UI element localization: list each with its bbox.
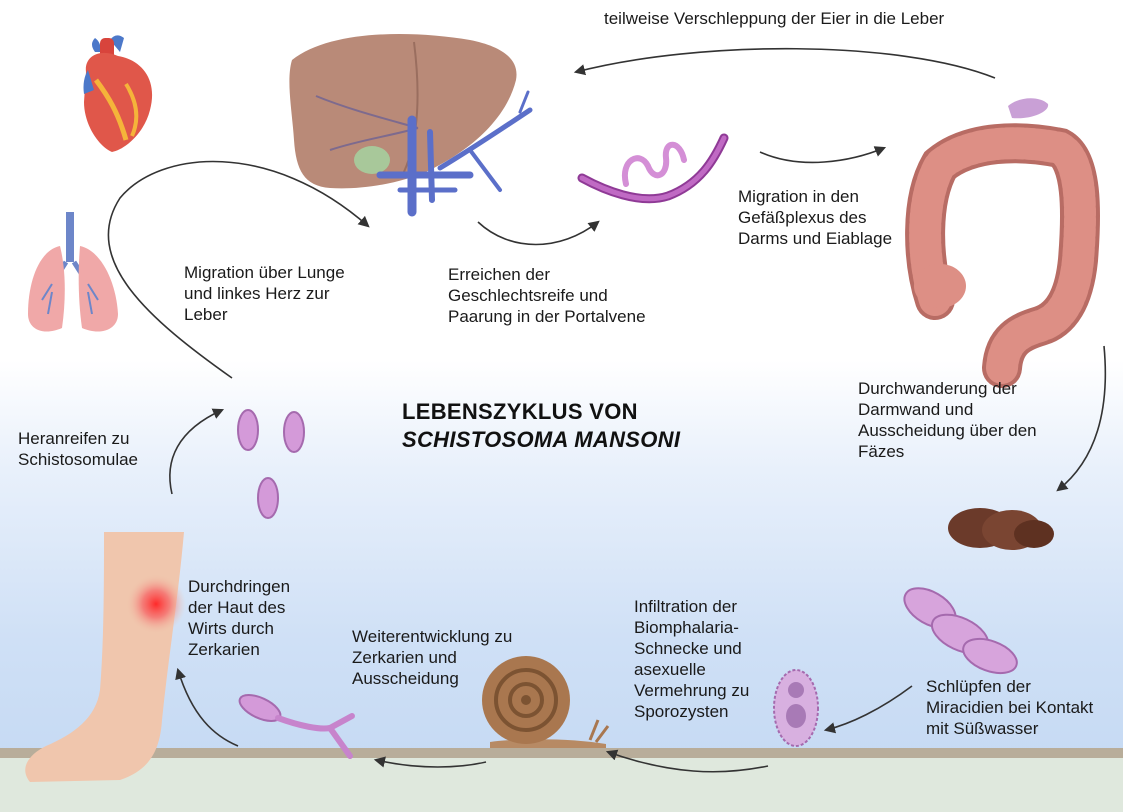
diagram-title: LEBENSZYKLUS VON SCHISTOSOMA MANSONI (402, 398, 680, 454)
egg-icon (1008, 98, 1048, 118)
step-miracidia-label: Schlüpfen der Miracidien bei Kontakt mit… (926, 676, 1093, 739)
cercaria-icon (236, 690, 352, 756)
step-snail-infiltration-label: Infiltration der Biomphalaria- Schnecke … (634, 596, 749, 722)
title-line-2: SCHISTOSOMA MANSONI (402, 426, 680, 454)
ground (0, 748, 1123, 812)
heart-icon (84, 35, 153, 152)
step-intestine-migration-label: Migration in den Gefäßplexus des Darms u… (738, 186, 892, 249)
adult-worm-pair-icon (582, 138, 724, 199)
step-lung-migration-label: Migration über Lunge und linkes Herz zur… (184, 262, 345, 325)
step-skin-penetration-label: Durchdringen der Haut des Wirts durch Ze… (188, 576, 290, 660)
step-maturation-label: Erreichen der Geschlechtsreife und Paaru… (448, 264, 646, 327)
colon-icon (914, 143, 1080, 368)
miracidia-icon (898, 580, 1022, 680)
title-line-1: LEBENSZYKLUS VON (402, 399, 638, 424)
leg-icon (25, 532, 186, 782)
sporocyst-icon (774, 670, 818, 746)
schistosomulae-icon (238, 410, 304, 518)
step-schistosomulae-label: Heranreifen zu Schistosomulae (18, 428, 138, 470)
step-liver-transfer-label: teilweise Verschleppung der Eier in die … (604, 8, 944, 29)
step-gut-wall-label: Durchwanderung der Darmwand und Ausschei… (858, 378, 1037, 462)
lungs-icon (28, 212, 118, 332)
feces-icon (948, 508, 1054, 550)
step-cercariae-dev-label: Weiterentwicklung zu Zerkarien und Aussc… (352, 626, 512, 689)
